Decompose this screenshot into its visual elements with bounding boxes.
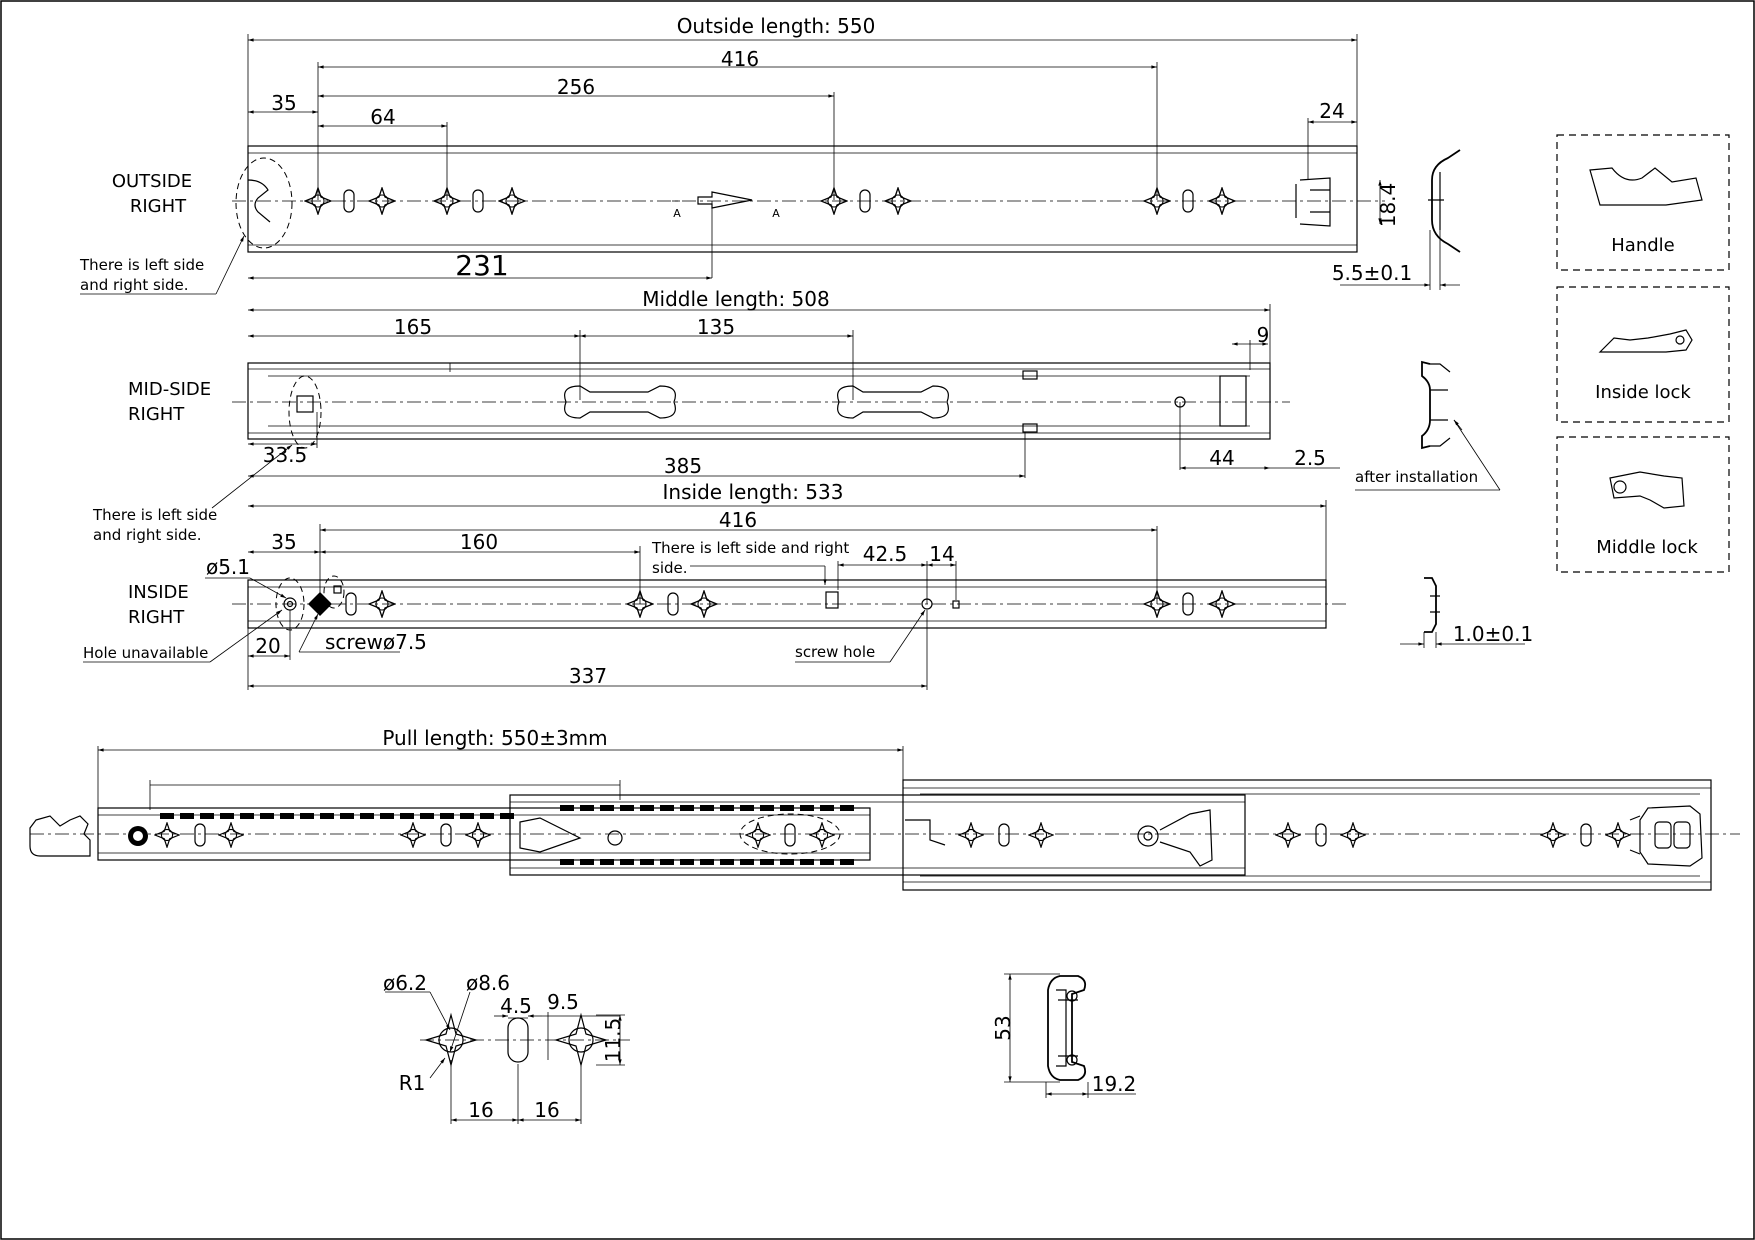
middle-lock-icon [1609,471,1685,509]
hole-d6-2: ø6.2 [383,971,427,995]
middle-dim-2-5: 2.5 [1294,446,1326,470]
inside-note-line1: There is left side and right [651,539,849,557]
middle-dim-9: 9 [1257,323,1270,347]
inside-dim-d5-1: ø5.1 [206,555,250,579]
screw-hole-label: screw hole [795,643,875,661]
inside-dim-20: 20 [255,634,280,658]
parts-legend: Handle Inside lock Middle lock [1556,134,1730,573]
hole-d16-b: 16 [534,1098,559,1122]
inside-dim-160: 160 [460,530,498,554]
middle-name-line1: MID-SIDE [128,379,211,400]
middle-name-line2: RIGHT [128,404,185,425]
section-a-right: A [772,207,780,220]
middle-dim-135: 135 [697,315,735,339]
hole-d9-5: 9.5 [547,990,579,1014]
profile-width: 19.2 [1092,1072,1137,1096]
inside-dim-14: 14 [929,542,954,566]
inside-name-line1: INSIDE [128,582,189,603]
assembly-view: Pull length: 550±3mm [29,726,1740,891]
middle-dim-385: 385 [664,454,702,478]
rail-profile-view: 53 19.2 [991,973,1137,1098]
outside-note-line1: There is left side [79,256,204,274]
middle-rail-view: Middle length: 508 165 135 9 33.5 [92,287,1501,544]
middle-slot-2 [837,385,949,419]
outside-length-label: Outside length: 550 [677,14,876,38]
outside-dim-35: 35 [271,91,296,115]
middle-lock-label: Middle lock [1596,537,1698,558]
outside-dim-231: 231 [455,249,508,282]
handle-label: Handle [1611,235,1674,256]
middle-note-line1: There is left side [92,506,217,524]
outside-name-line2: RIGHT [130,196,187,217]
hole-r1: R1 [399,1071,426,1095]
middle-dim-165: 165 [394,315,432,339]
middle-length-label: Middle length: 508 [642,287,829,311]
inside-dim-416: 416 [719,508,757,532]
inside-name-line2: RIGHT [128,607,185,628]
outside-rail-view: Outside length: 550 416 256 35 64 24 [79,14,1461,295]
inside-dim-337: 337 [569,664,607,688]
inside-screw-label: screwø7.5 [325,630,427,654]
inside-lock-label: Inside lock [1595,382,1691,403]
outside-dim-64: 64 [370,105,395,129]
hole-detail-view: ø6.2 ø8.6 4.5 9.5 11.5 R1 16 16 [383,971,630,1124]
middle-slot-1 [564,385,676,419]
inside-rail-view: Inside length: 533 416 35 160 There is l… [83,480,1533,690]
middle-dim-33-5: 33.5 [263,443,308,467]
outside-dim-256: 256 [557,75,595,99]
outside-dim-5-5: 5.5±0.1 [1332,261,1412,285]
hole-d4-5: 4.5 [500,994,532,1018]
inside-dim-42-5: 42.5 [863,542,908,566]
pull-length-label: Pull length: 550±3mm [382,726,607,750]
section-a-left: A [673,207,681,220]
inside-note-line2: side. [652,559,688,577]
inside-lock-icon [1598,329,1693,353]
inside-length-label: Inside length: 533 [663,480,844,504]
outside-dim-24: 24 [1319,99,1344,123]
inside-dim-35: 35 [271,530,296,554]
hole-d8-6: ø8.6 [466,971,510,995]
after-installation-label: after installation [1355,468,1478,486]
inside-dim-1-0: 1.0±0.1 [1453,622,1533,646]
hole-unavailable-label: Hole unavailable [83,644,208,662]
middle-note-line2: and right side. [93,526,202,544]
profile-height: 53 [991,1015,1015,1040]
handle-icon [1589,167,1703,206]
hole-d16-a: 16 [468,1098,493,1122]
outside-name-line1: OUTSIDE [112,171,192,192]
middle-dim-44: 44 [1209,446,1234,470]
outside-note-line2: and right side. [80,276,189,294]
